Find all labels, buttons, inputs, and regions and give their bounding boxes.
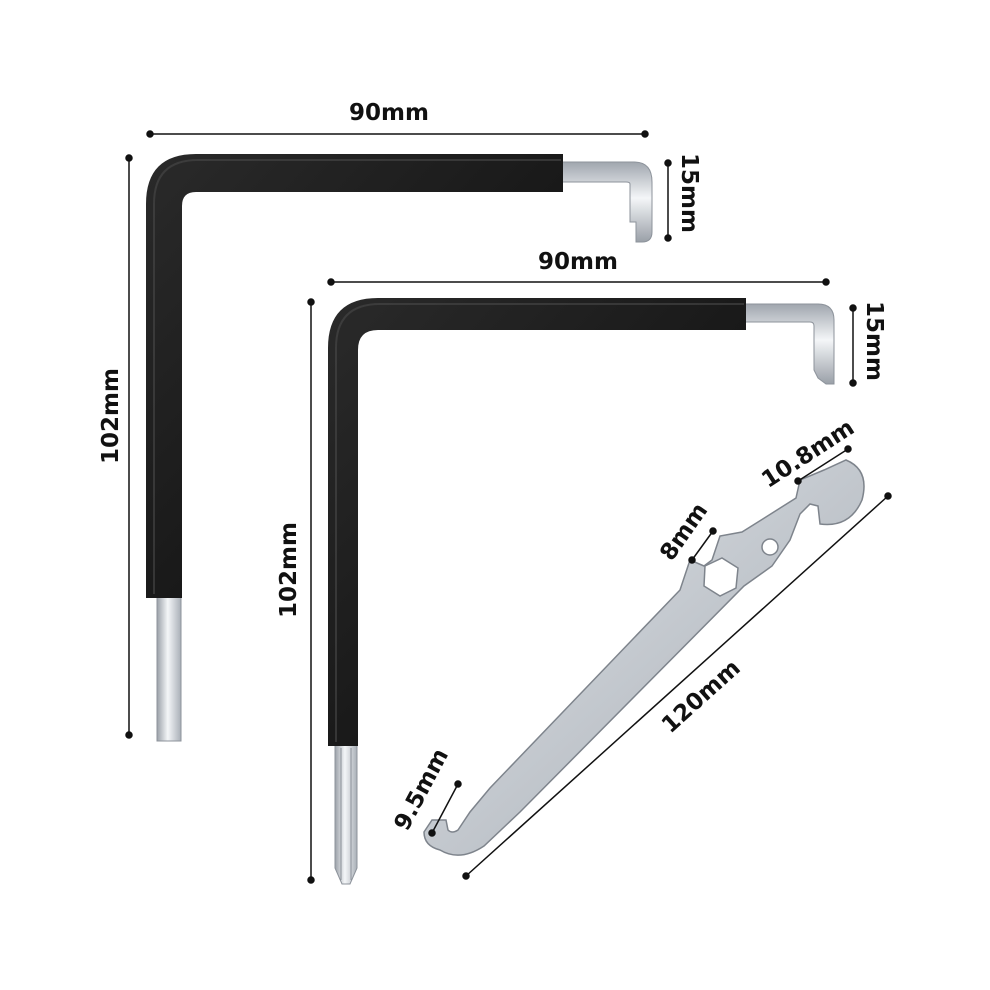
hex-key-width-label: 90mm — [349, 100, 429, 126]
torx-key — [328, 298, 835, 885]
torx-key-height-label: 102mm — [276, 522, 302, 618]
torx-key-steel-tip — [741, 303, 835, 385]
spanner-hole — [761, 538, 779, 556]
torx-key-steel-tail — [334, 741, 358, 885]
spanner-hex-socket-label: 8mm — [655, 498, 713, 565]
spanner-body — [423, 459, 865, 856]
hex-key — [146, 154, 653, 742]
spanner-hex-socket — [703, 557, 739, 597]
hex-key-steel-tail — [156, 595, 182, 742]
hex-key-tip-label: 15mm — [676, 153, 702, 233]
spanner-wrench — [423, 459, 865, 856]
hex-key-steel-tip — [557, 161, 653, 243]
dimension-lines — [125, 130, 892, 884]
hex-key-height-label: 102mm — [98, 368, 124, 464]
torx-key-width-label: 90mm — [538, 249, 618, 275]
torx-key-tip-label: 15mm — [861, 301, 887, 381]
spanner-length-label: 120mm — [657, 655, 746, 739]
